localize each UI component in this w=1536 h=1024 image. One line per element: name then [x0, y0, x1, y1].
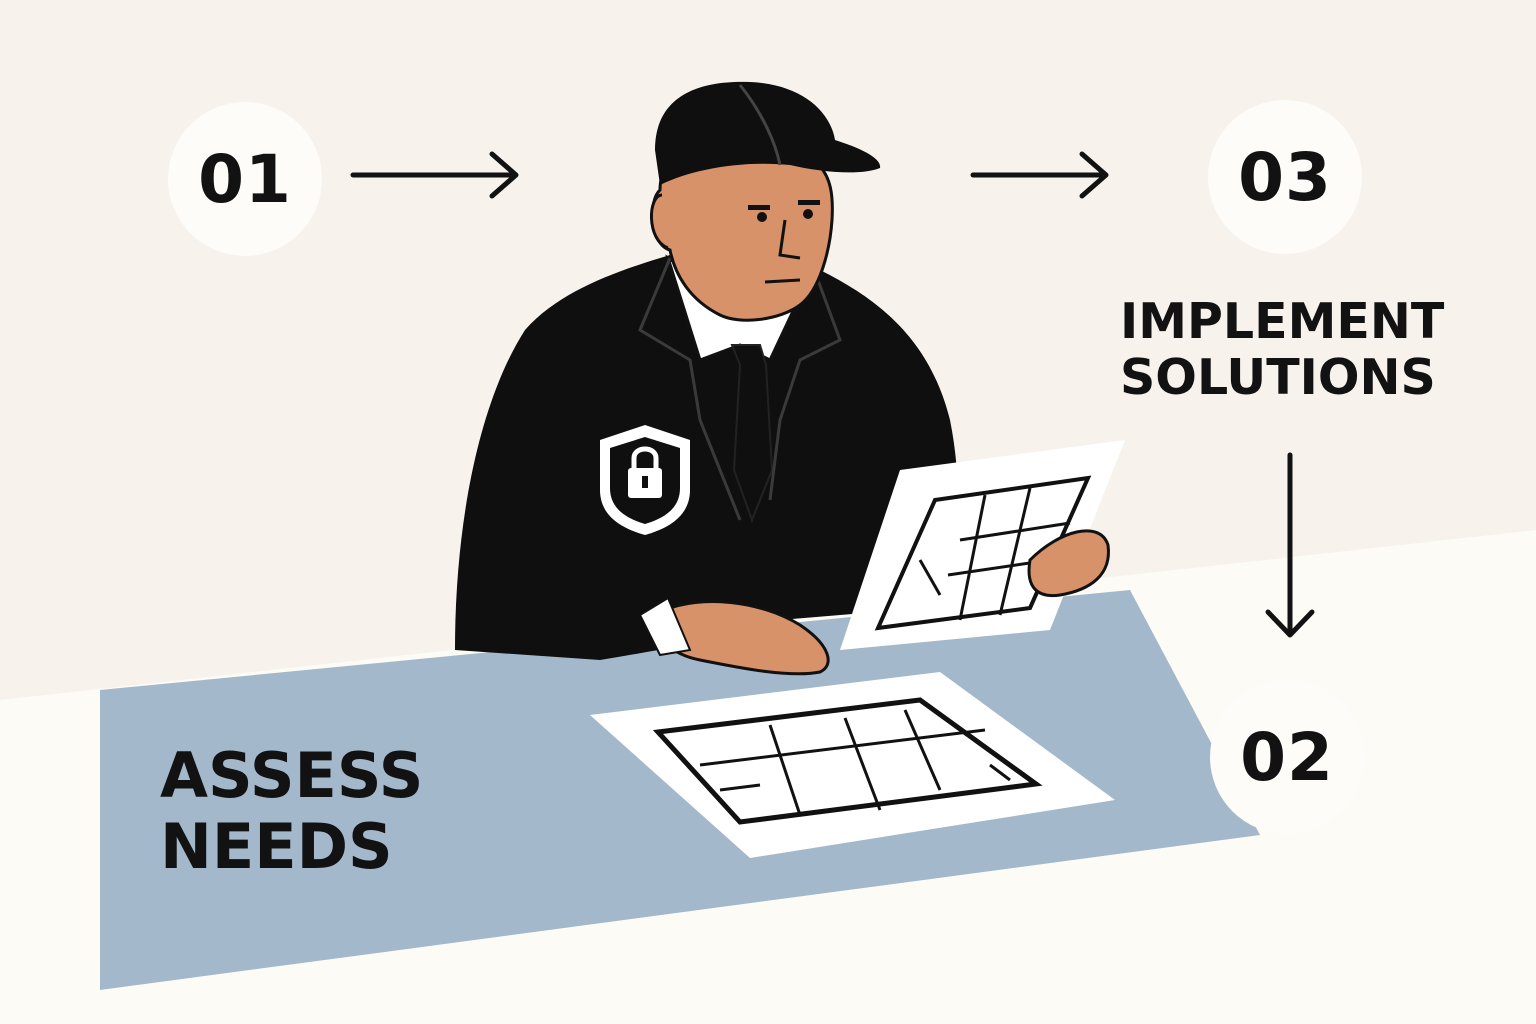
shield-lock-icon [600, 425, 690, 535]
desk-floor-plan [590, 672, 1115, 858]
assess-label-line1: ASSESS [160, 739, 424, 812]
step-circle-01: 01 [168, 102, 322, 256]
left-hand [658, 600, 830, 676]
cap [655, 81, 881, 185]
implement-solutions-label: IMPLEMENT SOLUTIONS [1120, 293, 1445, 407]
assess-needs-label: ASSESS NEEDS [160, 740, 423, 883]
step-circle-02: 02 [1210, 680, 1364, 834]
assess-label-line2: NEEDS [160, 810, 393, 884]
arrow-right-icon [970, 151, 1109, 199]
step-circle-03: 03 [1208, 100, 1362, 254]
implement-label-line1: IMPLEMENT [1120, 293, 1445, 350]
step-number-03: 03 [1238, 138, 1332, 216]
step-number-01: 01 [198, 140, 292, 218]
right-hand [1027, 529, 1110, 598]
tie [730, 344, 774, 523]
suit-jacket [455, 255, 959, 660]
floor-plan-icon [840, 440, 1125, 650]
step-number-02: 02 [1240, 718, 1334, 796]
arrow-down-icon [1265, 452, 1315, 638]
implement-label-line2: SOLUTIONS [1120, 349, 1436, 407]
arrow-right-icon [350, 151, 519, 199]
